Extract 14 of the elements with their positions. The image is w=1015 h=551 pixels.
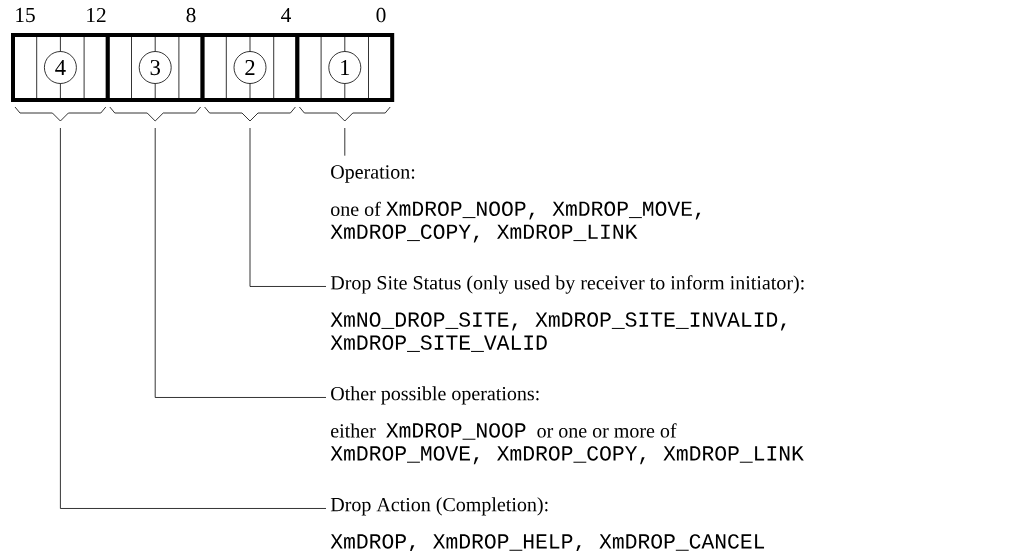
register-field: 1	[295, 33, 395, 102]
leader-line	[344, 127, 346, 157]
bit-number: 4	[281, 8, 291, 23]
field-description: Operation: one of XmDROP_NOOP, XmDROP_MOVE, XmDROP_COPY, XmDROP_LINK	[330, 165, 701, 243]
bit-number: 8	[186, 7, 196, 23]
leader-line	[60, 127, 327, 509]
register-field: 4	[11, 33, 110, 102]
bit-number: 12	[87, 7, 106, 23]
field-description: Other possible operations: either XmDROP_NOOP or one or more of XmDROP_MOVE, XmDROP_COPY, XmDROP_LINK	[330, 386, 804, 465]
leader-line	[154, 127, 327, 398]
register-field: 2	[200, 33, 300, 102]
field-description: Drop Site Status (only used by receiver to inform initiator): XmNO_DROP_SITE, XmDROP_SITE_INVALID, XmDROP_SITE_VALID	[330, 275, 804, 352]
register-field: 3	[105, 33, 205, 102]
leader-line	[249, 127, 327, 287]
